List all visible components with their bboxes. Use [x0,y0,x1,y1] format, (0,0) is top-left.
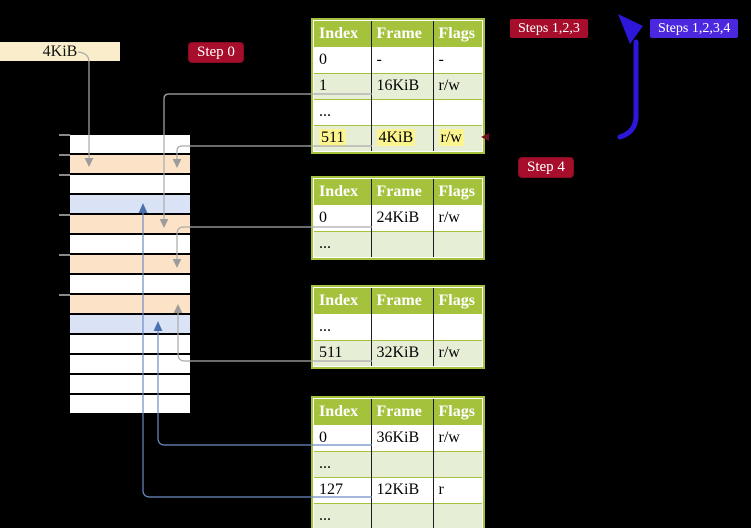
address-tick [59,294,70,296]
memory-row-8 [70,275,190,295]
physical-memory-column [70,135,190,415]
highlighted-value: r/w [438,129,464,147]
address-tick [59,254,70,256]
memory-row-11 [70,335,190,355]
recursive-loop-arrowhead [618,14,643,44]
col-header-index: Index [314,399,371,425]
page-table-3: Index Frame Flags ... 511 32KiB r/w [311,285,485,369]
col-header-frame: Frame [370,179,433,205]
memory-row-6 [70,235,190,255]
memory-row-12 [70,355,190,375]
table-row: 0 - - [314,47,482,73]
step-0-badge: Step 0 [188,42,244,63]
col-header-frame: Frame [370,288,433,314]
memory-row-1 [70,135,190,155]
memory-row-10 [70,315,190,335]
table-row: ... [314,450,482,477]
table-row: ... [314,230,482,257]
col-header-index: Index [314,21,371,47]
table-header-row: Index Frame Flags [314,288,482,314]
address-tick [59,174,70,176]
steps-1234-badge: Steps 1,2,3,4 [650,19,739,38]
recursive-loop-arrow [617,39,639,140]
table-row: 0 36KiB r/w [314,425,482,451]
table-row: 1 16KiB r/w [314,72,482,99]
col-header-frame: Frame [370,21,433,47]
memory-row-7 [70,255,190,275]
memory-row-9 [70,295,190,315]
table-row: ... [314,314,482,340]
address-tick [59,214,70,216]
table-row: 0 24KiB r/w [314,205,482,231]
table-row: 511 32KiB r/w [314,339,482,366]
table-row: ... [314,98,482,125]
frame-size-label: 4KiB [0,42,120,61]
col-header-index: Index [314,288,371,314]
col-header-flags: Flags [432,179,482,205]
memory-row-14 [70,395,190,415]
step-4-badge: Step 4 [518,157,574,178]
steps-123-badge: Steps 1,2,3 [510,19,588,38]
page-table-1: Index Frame Flags 0 - - 1 16KiB r/w ... [311,18,485,154]
page-table-2: Index Frame Flags 0 24KiB r/w ... [311,176,485,260]
memory-row-4 [70,195,190,215]
table-row-highlighted: 511 4KiB r/w [314,124,482,151]
memory-row-13 [70,375,190,395]
address-tick [59,134,70,136]
memory-row-3 [70,175,190,195]
table-header-row: Index Frame Flags [314,21,482,47]
memory-row-2 [70,155,190,175]
col-header-flags: Flags [432,288,482,314]
page-table-4: Index Frame Flags 0 36KiB r/w ... 127 12… [311,396,485,528]
col-header-frame: Frame [370,399,433,425]
table-header-row: Index Frame Flags [314,179,482,205]
highlighted-value: 4KiB [376,129,416,147]
col-header-index: Index [314,179,371,205]
highlighted-value: 511 [319,129,347,147]
table-row: 127 12KiB r [314,476,482,503]
memory-row-5 [70,215,190,235]
address-tick [59,154,70,156]
col-header-flags: Flags [432,399,482,425]
table-header-row: Index Frame Flags [314,399,482,425]
table-row: ... [314,502,482,528]
col-header-flags: Flags [432,21,482,47]
